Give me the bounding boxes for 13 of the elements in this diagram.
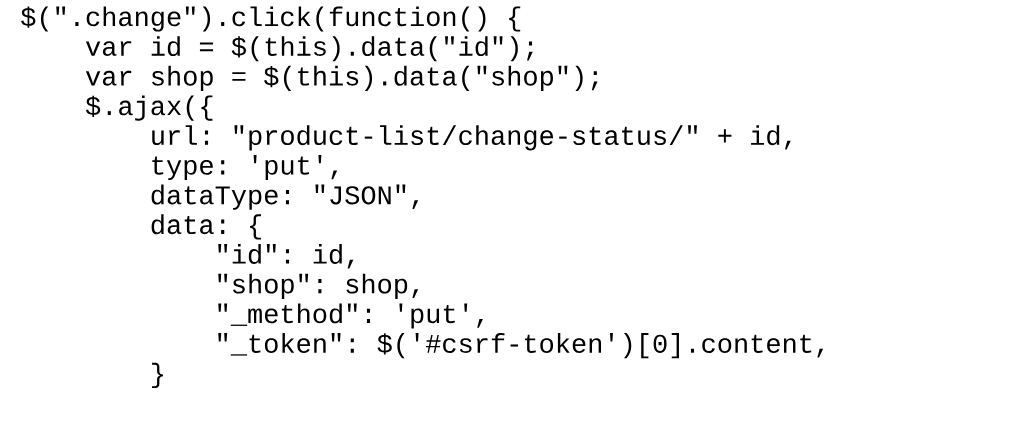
code-line: dataType: "JSON", [151, 184, 419, 210]
code-line: "_method": 'put', [218, 303, 483, 329]
code-line: var shop = $(this).data("shop"); [85, 65, 598, 91]
code-line: "_token": $('#csrf-token')[0].content, [218, 333, 824, 359]
code-line: type: 'put', [152, 154, 338, 181]
code-line: url: "product-list/change-status/" + id, [152, 125, 791, 151]
code-line: } [152, 362, 163, 388]
code-line: $(".change").click(function() { [21, 6, 521, 32]
code-line: var id = $(this).data("id"); [85, 36, 533, 62]
code-line: data: { [151, 214, 261, 240]
code-line: "shop": shop, [218, 273, 419, 299]
code-line: "id": id, [218, 244, 354, 269]
code-line: $.ajax({ [85, 95, 213, 121]
